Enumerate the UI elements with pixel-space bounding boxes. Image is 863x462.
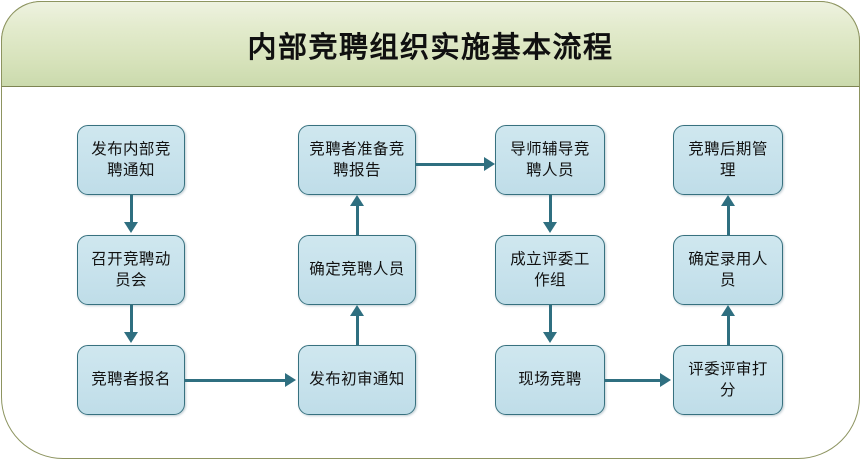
flow-node-prepare-report[interactable]: 竞聘者准备竞聘报告 [298,125,416,195]
flow-node-label: 现场竞聘 [518,370,582,389]
connector-5-4-arrowhead [350,195,364,206]
connector-5-4-stem [355,206,359,235]
page-title: 内部竞聘组织实施基本流程 [247,29,614,64]
flow-node-label: 竞聘者报名 [91,370,171,389]
connector-11-10-arrowhead [721,195,735,206]
connector-1-2-arrowhead [124,222,138,233]
connector-9-12-stem [605,378,662,382]
connector-3-6-arrowhead [285,373,296,387]
flow-node-label: 评委评审打分 [688,359,768,399]
connector-7-8-stem [548,195,552,222]
connector-6-5-arrowhead [350,305,364,316]
connector-9-12-arrowhead [660,373,671,387]
flow-node-label: 确定录用人员 [688,249,768,289]
flow-node-label: 竞聘者准备竞聘报告 [309,139,405,179]
flow-node-candidate-signup[interactable]: 竞聘者报名 [77,345,185,415]
flow-node-publish-prelim-review[interactable]: 发布初审通知 [298,345,416,415]
connector-12-11-stem [726,316,730,345]
header-banner: 内部竞聘组织实施基本流程 [1,1,860,87]
connector-6-5-stem [355,316,359,345]
flow-node-confirm-candidates[interactable]: 确定竞聘人员 [298,235,416,305]
flow-node-label: 导师辅导竞聘人员 [510,139,590,179]
connector-4-7-stem [416,162,487,166]
connector-3-6-stem [185,378,285,382]
flow-node-label: 发布初审通知 [309,370,405,389]
flow-node-label: 竞聘后期管理 [688,139,768,179]
connector-12-11-arrowhead [721,305,735,316]
connector-4-7-arrowhead [484,157,495,171]
flow-node-publish-notice[interactable]: 发布内部竞聘通知 [77,125,185,195]
flow-node-label: 确定竞聘人员 [309,260,405,279]
flow-node-mobilization-meeting[interactable]: 召开竞聘动员会 [77,235,185,305]
flow-node-label: 发布内部竞聘通知 [91,139,171,179]
flow-node-judges-scoring[interactable]: 评委评审打分 [673,345,783,415]
flow-node-post-competition-management[interactable]: 竞聘后期管理 [673,125,783,195]
flow-node-confirm-hire[interactable]: 确定录用人员 [673,235,783,305]
flow-node-onsite-competition[interactable]: 现场竞聘 [495,345,605,415]
connector-2-3-arrowhead [124,332,138,343]
flow-node-form-judging-panel[interactable]: 成立评委工作组 [495,235,605,305]
flow-node-label: 成立评委工作组 [510,249,590,289]
flow-node-label: 召开竞聘动员会 [91,249,171,289]
connector-7-8-arrowhead [543,222,557,233]
connector-11-10-stem [726,206,730,235]
connector-1-2-stem [129,195,133,222]
connector-2-3-stem [129,305,133,332]
connector-8-9-arrowhead [543,332,557,343]
flow-node-mentor-coaching[interactable]: 导师辅导竞聘人员 [495,125,605,195]
connector-8-9-stem [548,305,552,332]
